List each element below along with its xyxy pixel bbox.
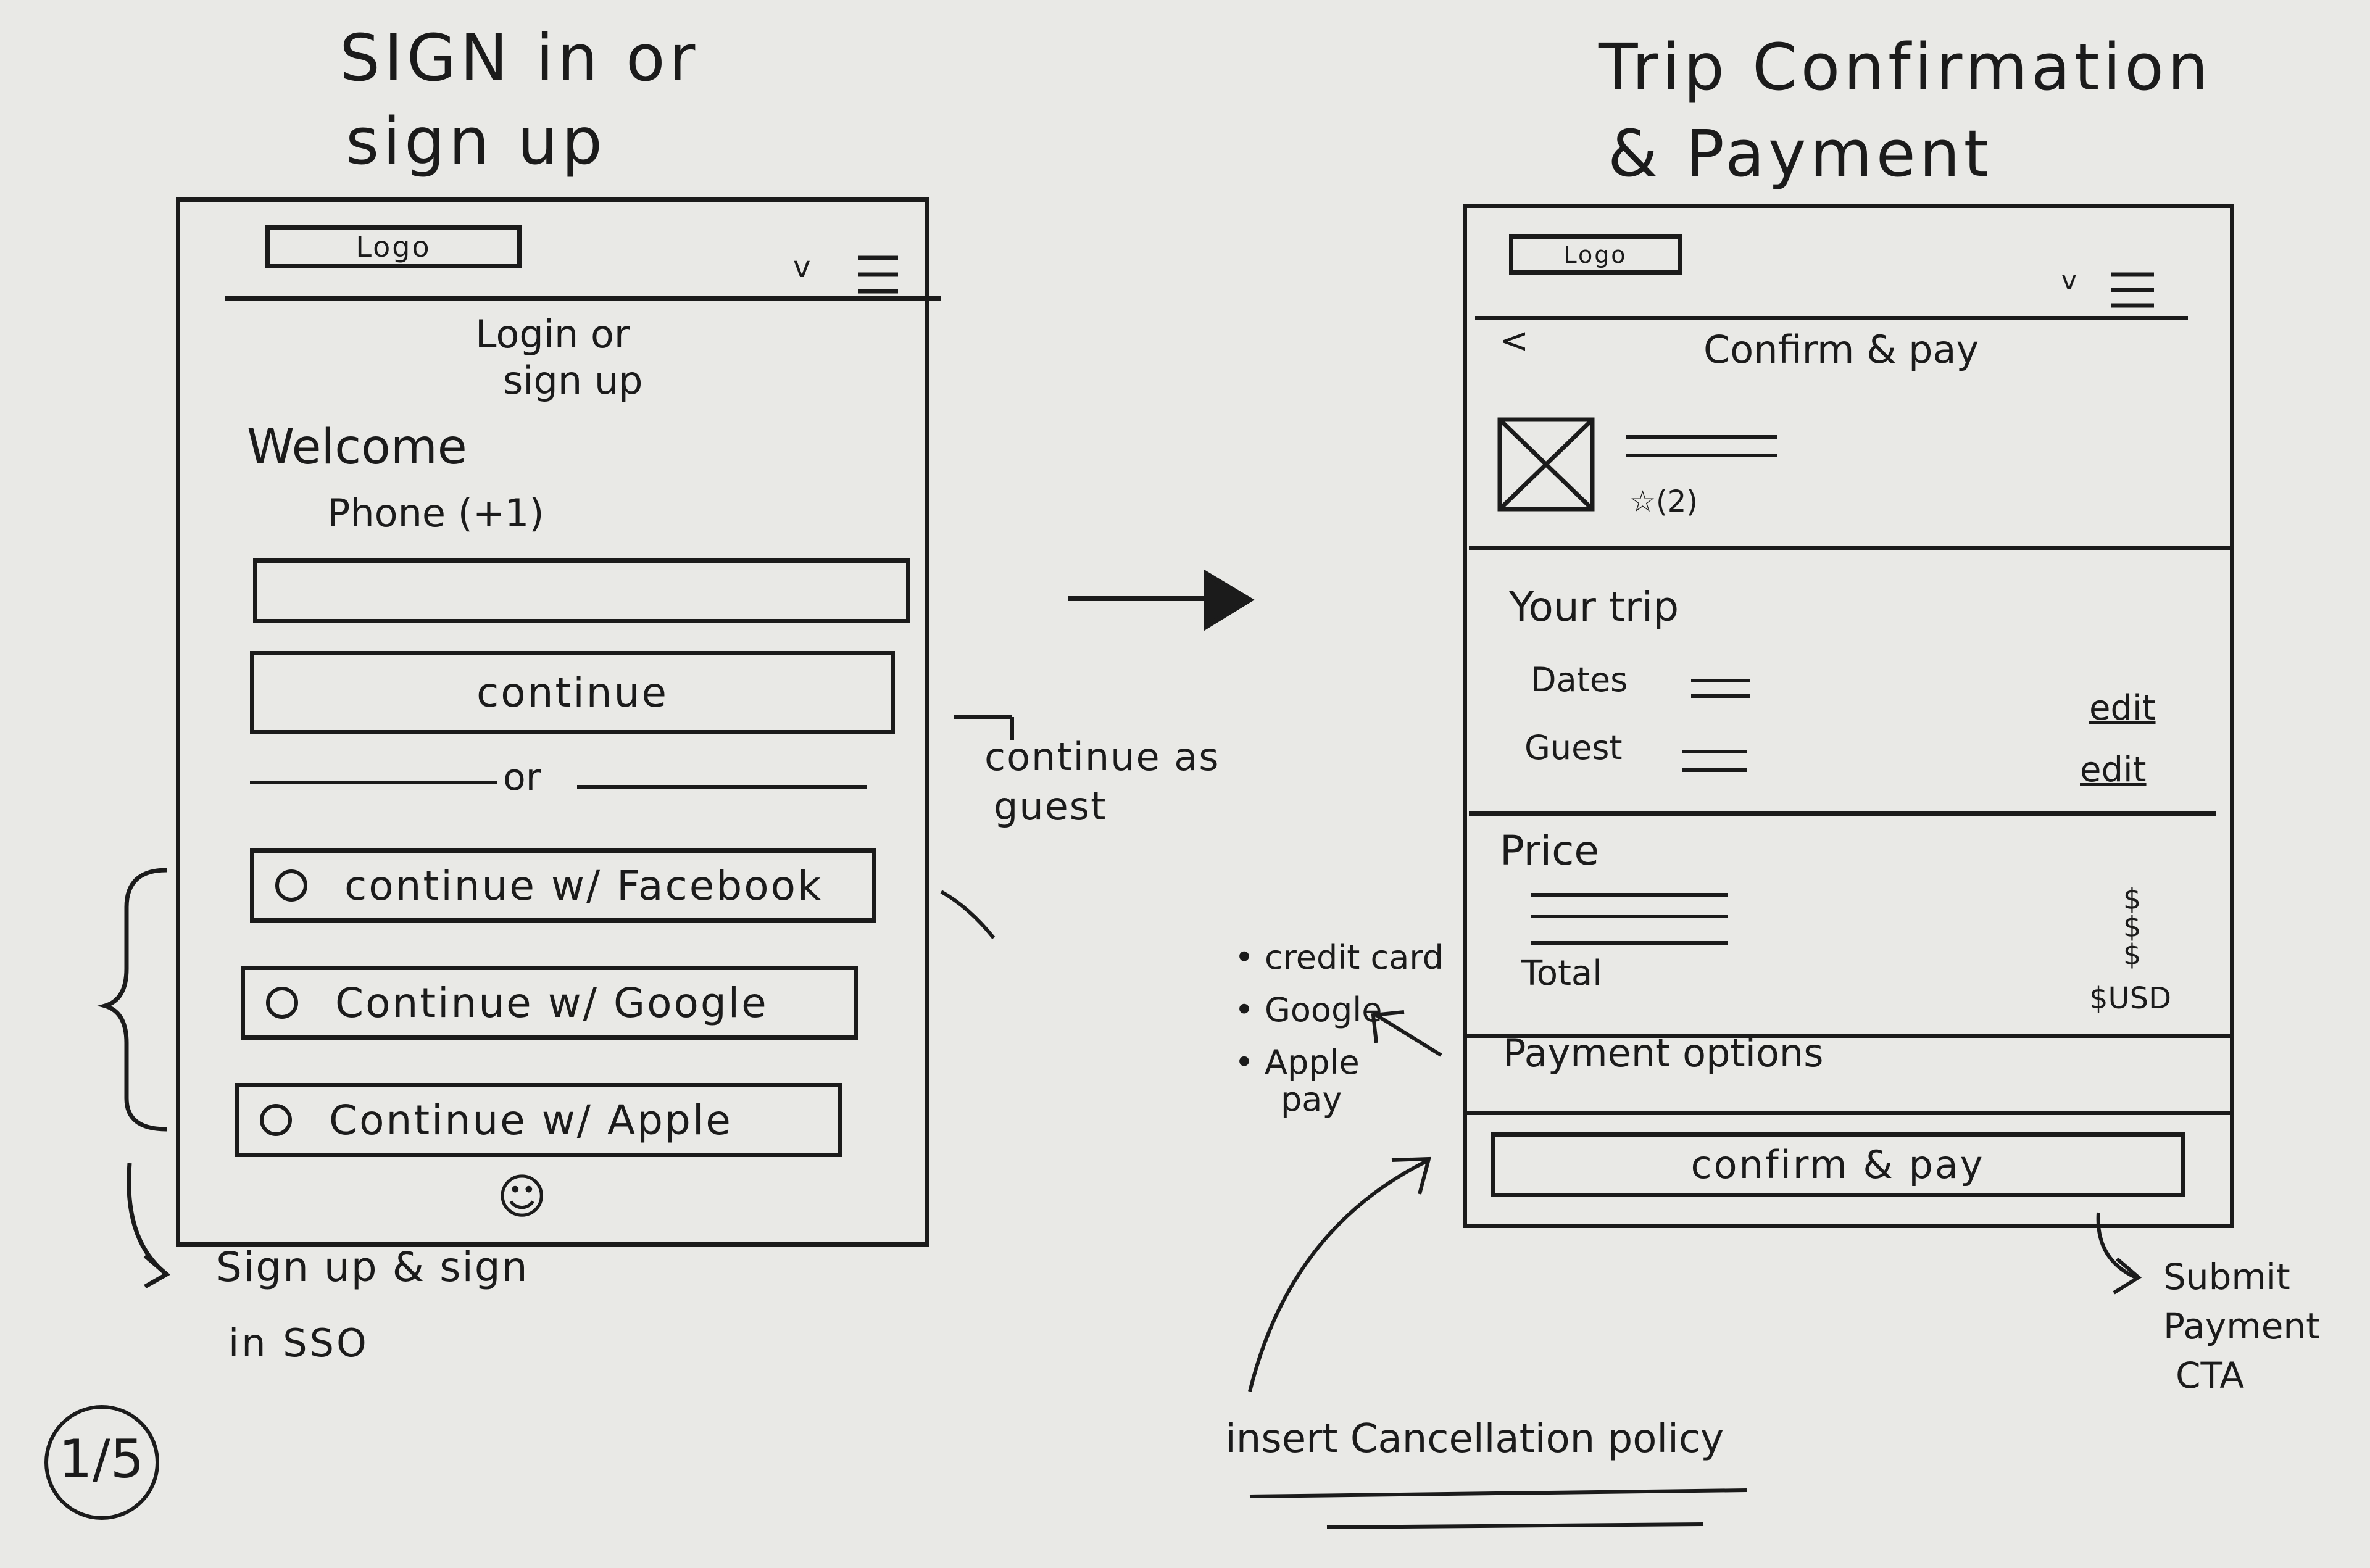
price-line1 (1531, 893, 1728, 897)
price-value-1: $ (2123, 882, 2142, 916)
listing-divider (1469, 546, 2231, 550)
guest-note-line1: continue as (984, 734, 1220, 779)
chevron-down-icon-right[interactable]: v (2061, 265, 2077, 296)
left-title-line1: SIGN in or (339, 20, 699, 96)
payment-method-apple: • Apple (1234, 1043, 1360, 1082)
price-divider (1466, 1034, 2234, 1038)
hamburger-icon (858, 255, 898, 294)
price-heading: Price (1500, 827, 1600, 874)
cancellation-pointer (1248, 1156, 1431, 1392)
price-value-3: $ (2123, 938, 2142, 971)
listing-title-line1 (1626, 435, 1778, 439)
page-marker: 1/5 (59, 1429, 144, 1490)
or-divider-left (250, 781, 497, 784)
dates-value-line1 (1691, 679, 1750, 682)
guest-note-pointer (940, 715, 1014, 939)
price-line2 (1531, 915, 1728, 918)
guest-value-line2 (1682, 768, 1747, 772)
confirm-pay-button-label: confirm & pay (1690, 1142, 1985, 1187)
confirm-pay-button[interactable]: confirm & pay (1491, 1132, 2185, 1197)
guest-value-line1 (1682, 750, 1747, 753)
welcome-text: Welcome (247, 420, 467, 475)
total-value: $USD (2089, 981, 2172, 1016)
right-title-line1: Trip Confirmation (1599, 30, 2212, 105)
edit-guest-link[interactable]: edit (2080, 750, 2147, 790)
cta-note-line3: CTA (2176, 1354, 2245, 1396)
dates-value-line2 (1691, 694, 1750, 698)
left-title-line2: sign up (346, 104, 606, 179)
footer-smile-icon: ☺ (497, 1169, 547, 1225)
chevron-down-icon[interactable]: v (793, 250, 811, 284)
cta-note-pointer (2096, 1212, 2142, 1295)
continue-button[interactable]: continue (250, 651, 895, 734)
cancellation-note: insert Cancellation policy (1225, 1416, 1724, 1462)
logo-placeholder-right[interactable]: Logo (1509, 234, 1682, 275)
or-label: or (503, 756, 541, 799)
payment-options-row[interactable]: Payment options (1503, 1031, 1824, 1076)
back-arrow-icon[interactable]: < (1500, 321, 1529, 361)
price-value-2: $ (2123, 910, 2142, 944)
logo-placeholder[interactable]: Logo (265, 225, 522, 268)
payment-methods-pointer (1371, 1010, 1442, 1057)
continue-google-label: Continue w/ Google (335, 979, 768, 1027)
apple-icon (260, 1104, 292, 1136)
transition-arrow (1068, 569, 1255, 631)
continue-apple-label: Continue w/ Apple (329, 1096, 733, 1144)
price-line3 (1531, 941, 1728, 945)
guest-label: Guest (1524, 728, 1623, 767)
page-marker-circle (44, 1405, 159, 1520)
your-trip-heading: Your trip (1509, 583, 1679, 631)
confirm-pay-title: Confirm & pay (1703, 327, 1979, 372)
google-icon (266, 987, 298, 1019)
login-heading-line2: sign up (503, 358, 643, 403)
payment-divider (1466, 1111, 2234, 1115)
payment-method-google: • Google (1234, 990, 1382, 1029)
payment-phone-frame (1463, 204, 2234, 1228)
login-heading-line1: Login or (475, 312, 630, 357)
cta-note-line1: Submit (2163, 1256, 2290, 1298)
cancellation-underline (1249, 1488, 1747, 1498)
phone-input[interactable] (253, 558, 910, 623)
continue-google-button[interactable]: Continue w/ Google (241, 966, 858, 1040)
continue-facebook-label: continue w/ Facebook (344, 861, 823, 910)
listing-rating: ☆(2) (1629, 484, 1698, 519)
hamburger-icon-right (2111, 272, 2154, 308)
right-title-line2: & Payment (1608, 116, 1993, 191)
image-placeholder-icon (1497, 417, 1595, 512)
payment-method-apple-pay: pay (1281, 1080, 1342, 1119)
guest-note-line2: guest (994, 784, 1107, 829)
payment-method-credit-card: • credit card (1234, 938, 1444, 977)
cancellation-underline-2 (1326, 1522, 1704, 1529)
edit-dates-link[interactable]: edit (2089, 688, 2156, 728)
payment-header-divider (1475, 316, 2188, 320)
continue-apple-button[interactable]: Continue w/ Apple (235, 1083, 842, 1157)
cta-note-line2: Payment (2163, 1305, 2320, 1347)
total-label: Total (1521, 953, 1602, 993)
sso-bracket (97, 868, 171, 1289)
trip-divider (1469, 811, 2216, 816)
dates-label: Dates (1531, 660, 1628, 699)
continue-button-label: continue (476, 669, 668, 716)
facebook-icon (275, 869, 307, 902)
listing-title-line2 (1626, 454, 1778, 457)
phone-label: Phone (+1) (327, 491, 544, 536)
signin-header-divider (225, 296, 941, 301)
or-divider-right (577, 785, 867, 789)
sso-note-line2: in SSO (228, 1321, 369, 1366)
signin-phone-frame (176, 197, 929, 1247)
continue-facebook-button[interactable]: continue w/ Facebook (250, 848, 876, 923)
sso-note-line1: Sign up & sign (216, 1243, 529, 1291)
